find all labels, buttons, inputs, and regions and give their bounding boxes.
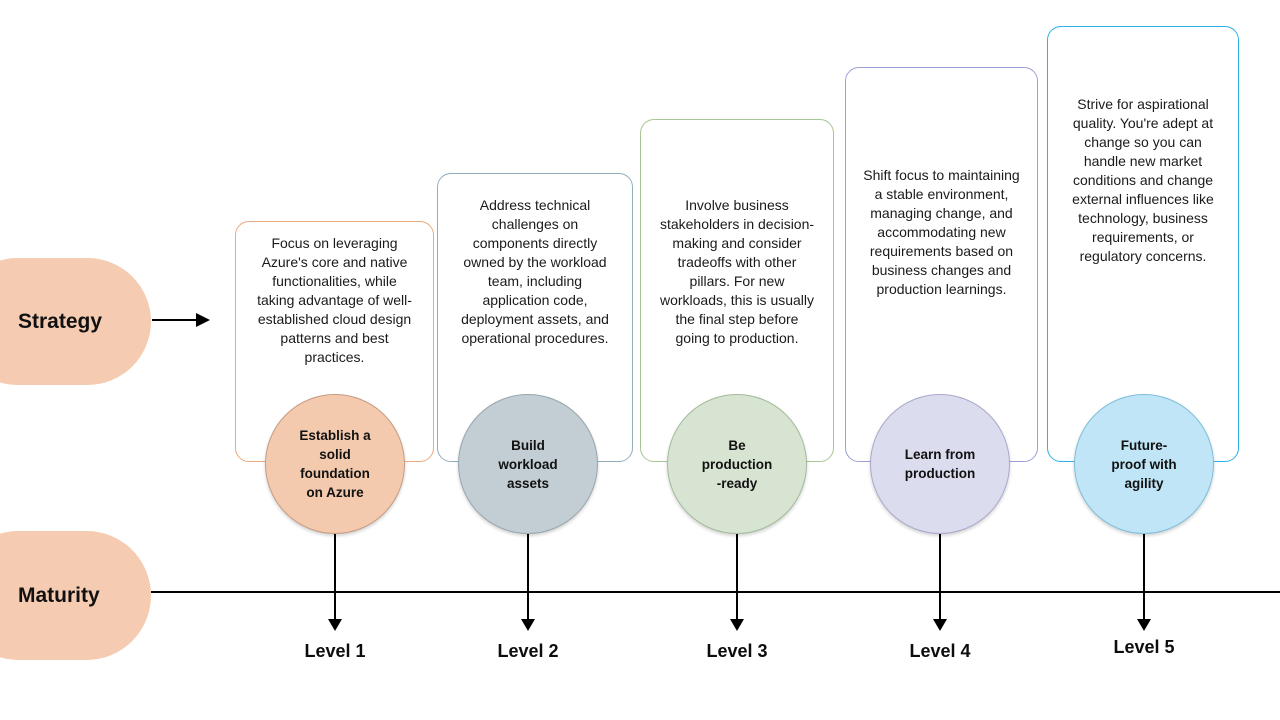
arrow-down-line	[939, 534, 941, 620]
level-5-label: Level 5	[1113, 637, 1175, 657]
stage-3-circle-label: Be production -ready	[701, 437, 773, 491]
level-1-label: Level 1	[304, 641, 366, 661]
stage-1-circle-label: Establish a solid foundation on Azure	[299, 428, 371, 500]
arrow-down-head	[521, 619, 535, 631]
maturity-axis-line	[151, 591, 1280, 593]
arrow-down-head	[730, 619, 744, 631]
stage-3-circle: Be production -ready	[667, 394, 807, 534]
arrow-down-line	[527, 534, 529, 620]
maturity-pill: Maturity	[0, 531, 151, 660]
stage-2-circle-label: Build workload assets	[498, 437, 558, 491]
arrow-down-line	[736, 534, 738, 620]
stage-1-circle: Establish a solid foundation on Azure	[265, 394, 405, 534]
arrow-down-line	[334, 534, 336, 620]
stage-3-description-box: Involve business stakeholders in decisio…	[640, 119, 834, 462]
stage-2-description: Address technical challenges on componen…	[461, 197, 609, 346]
stage-5-circle: Future- proof with agility	[1074, 394, 1214, 534]
stage-5-circle-label: Future- proof with agility	[1111, 437, 1177, 491]
arrow-down-head	[328, 619, 342, 631]
strategy-pill: Strategy	[0, 258, 151, 385]
strategy-label: Strategy	[18, 309, 103, 333]
stage-1-description-box: Focus on leveraging Azure's core and nat…	[235, 221, 434, 462]
stage-1-description: Focus on leveraging Azure's core and nat…	[257, 235, 412, 365]
level-3-label: Level 3	[706, 641, 768, 661]
arrow-down-head	[1137, 619, 1151, 631]
stage-4-circle-label: Learn from production	[904, 447, 976, 481]
stage-4-description: Shift focus to maintaining a stable envi…	[863, 167, 1020, 297]
arrow-down-line	[1143, 534, 1145, 620]
level-4-label: Level 4	[909, 641, 971, 661]
arrow-right-head	[196, 313, 210, 327]
maturity-label: Maturity	[18, 583, 100, 607]
stage-2-circle: Build workload assets	[458, 394, 598, 534]
arrow-right-line	[152, 319, 198, 321]
stage-5-description: Strive for aspirational quality. You're …	[1072, 96, 1214, 264]
stage-3-description: Involve business stakeholders in decisio…	[659, 197, 815, 346]
arrow-down-head	[933, 619, 947, 631]
level-2-label: Level 2	[497, 641, 559, 661]
stage-5-description-box: Strive for aspirational quality. You're …	[1047, 26, 1239, 462]
stage-4-circle: Learn from production	[870, 394, 1010, 534]
